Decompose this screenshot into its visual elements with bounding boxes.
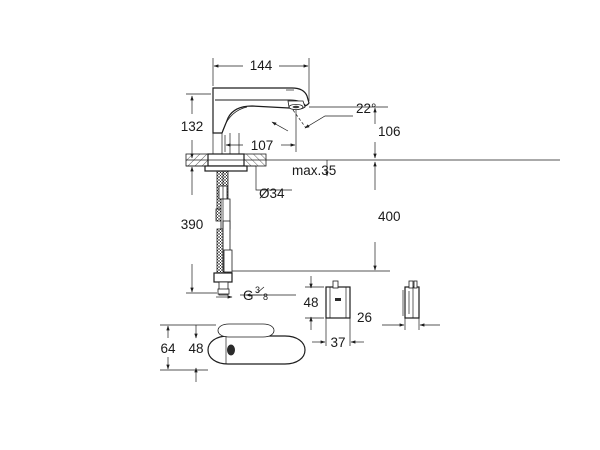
dimension-label-37: 37 (330, 335, 345, 350)
view-front-elevation (185, 87, 560, 296)
annotation-max-deck-thickness: max.35 (292, 160, 336, 178)
dimension-390: 390 (181, 165, 217, 294)
dimension-400: 400 (232, 161, 401, 272)
thread-fraction-denominator: 8 (263, 292, 268, 302)
dimension-132: 132 (181, 93, 211, 159)
thread-fraction-numerator: 3 (255, 285, 260, 295)
view-control-box-side (402, 280, 420, 319)
annotation-thread-g38: G 3 8 (216, 285, 296, 303)
plan-sensor-eye (227, 344, 235, 356)
view-control-box-front (325, 280, 351, 319)
dimension-label-diameter-34: Ø34 (259, 186, 285, 201)
dimension-label-26: 26 (357, 310, 372, 325)
dimension-label-48-box: 48 (303, 295, 318, 310)
dimension-label-144: 144 (250, 58, 273, 73)
dimension-label-64: 64 (160, 341, 176, 356)
view-plan (207, 323, 306, 365)
dimension-label-thread: G (243, 288, 254, 303)
dimension-label-400: 400 (378, 209, 401, 224)
mixer-spout-body (212, 87, 310, 134)
dimension-106: 106 (309, 106, 401, 159)
annotation-tap-hole-diameter: Ø34 (246, 165, 292, 201)
spout-outlet-detail (287, 100, 306, 111)
dimension-label-107: 107 (251, 138, 274, 153)
dimension-label-48-plan: 48 (188, 341, 203, 356)
dimension-144: 144 (212, 58, 310, 101)
dimension-label-max-35: max.35 (292, 163, 336, 178)
dimension-label-106: 106 (378, 124, 401, 139)
mixer-base-collar (204, 133, 248, 172)
dimension-37: 37 (312, 318, 364, 350)
dimension-26: 26 (357, 310, 440, 330)
dimension-48-plan: 48 (188, 325, 204, 382)
below-deck-shank-assembly (213, 170, 233, 296)
dimension-22-degrees: 22° (271, 101, 376, 132)
dimension-label-132: 132 (181, 119, 204, 134)
dimension-64: 64 (160, 324, 216, 371)
dimension-48-box: 48 (303, 276, 324, 330)
dimension-label-390: 390 (181, 217, 204, 232)
dimension-label-22-degrees: 22° (356, 101, 376, 116)
control-box-indicator (335, 298, 341, 301)
dimension-107: 107 (224, 110, 297, 153)
